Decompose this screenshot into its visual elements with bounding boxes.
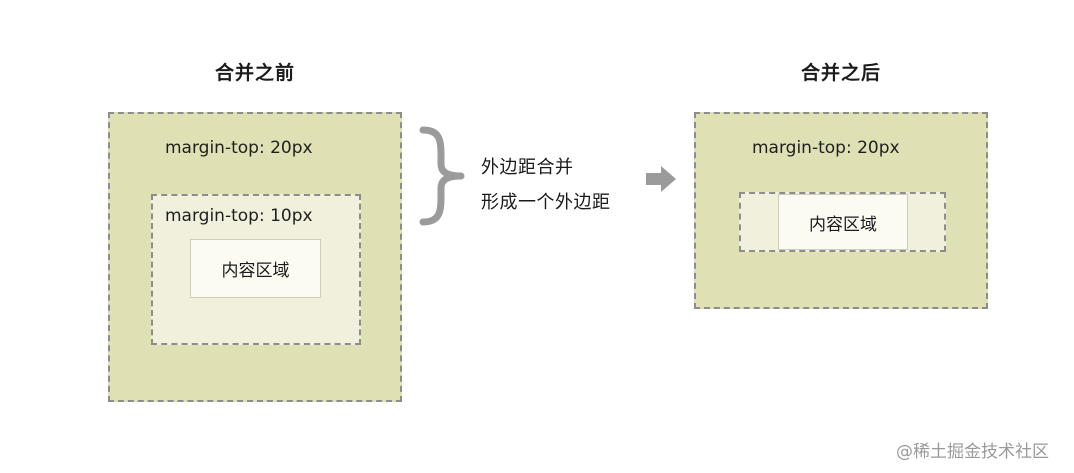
before-content-area: 内容区域	[190, 239, 321, 298]
watermark: @稀土掘金技术社区	[896, 442, 1049, 462]
before-inner-margin-label: margin-top: 10px	[165, 206, 313, 226]
after-title: 合并之后	[800, 62, 881, 84]
merge-note-line2: 形成一个外边距	[481, 192, 611, 213]
before-title: 合并之前	[214, 62, 295, 84]
after-content-area: 内容区域	[778, 194, 908, 250]
merge-note-line1: 外边距合并	[481, 157, 574, 178]
right-arrow-icon	[646, 166, 676, 192]
before-outer-margin-label: margin-top: 20px	[165, 138, 313, 158]
after-outer-margin-label: margin-top: 20px	[752, 138, 900, 158]
curly-brace-icon	[419, 126, 465, 226]
